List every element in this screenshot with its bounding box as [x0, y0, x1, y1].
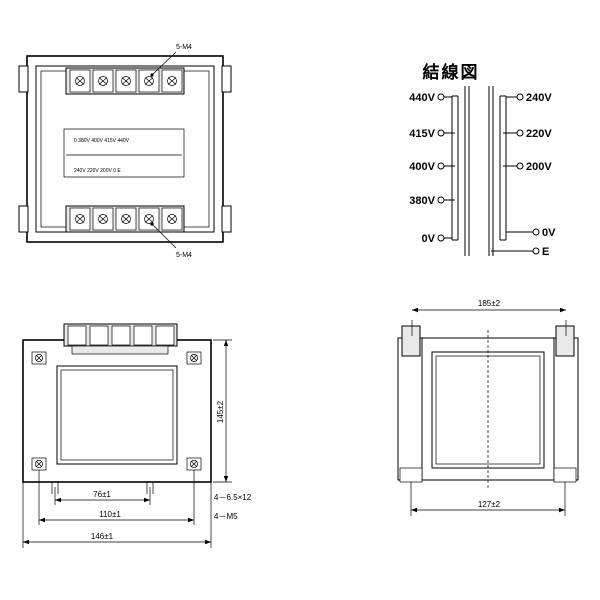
side-view-bracket-left — [397, 337, 423, 481]
terminal-label-e: E — [542, 246, 549, 258]
dim-76-label: 76±1 — [93, 490, 111, 499]
front-view-base-slots — [51, 482, 154, 494]
top-view-ear-left-bottom — [18, 205, 29, 233]
dim-185-label: 185±2 — [478, 299, 501, 308]
side-view-terminal-left — [401, 325, 421, 357]
top-view-ear-right-bottom — [221, 205, 232, 233]
side-view-terminal-right — [555, 325, 575, 357]
terminal-label-240v: 240V — [526, 92, 552, 104]
callout-bottom-label: 5-M4 — [176, 252, 192, 259]
terminal-label-415v: 415V — [409, 128, 435, 140]
callout-bottom-group: 5-M4 — [150, 222, 192, 259]
dim-127-label: 127±2 — [478, 500, 501, 509]
terminal-label-220v: 220V — [526, 128, 552, 140]
wiring-title: 結線図 — [423, 62, 480, 82]
note-slot-label: 4－6.5×12 — [214, 493, 252, 502]
terminal-label-200v: 200V — [526, 161, 552, 173]
side-view-foot-right — [553, 467, 577, 483]
terminal-e: E — [491, 246, 549, 258]
dim-146-label: 146±1 — [91, 532, 114, 541]
terminal-440v: 440V — [409, 92, 452, 104]
top-view-ear-left-top — [18, 65, 29, 93]
dim-185: 185±2 — [411, 299, 567, 336]
wiring-left-terminals: 440V 415V 400V 380V 0V — [409, 92, 455, 245]
terminal-400v: 400V — [409, 161, 455, 173]
dim-110: 110±1 — [38, 470, 195, 525]
terminal-240v: 240V — [506, 92, 552, 104]
terminal-label-380v: 380V — [409, 195, 435, 207]
top-view-group: 0 380V 400V 415V 440V 240V 220V 200V 0 E… — [18, 44, 232, 259]
terminal-label-440v: 440V — [409, 92, 435, 104]
note-m5-label: 4－M5 — [214, 512, 238, 521]
wiring-diagram-group: 結線図 440V — [409, 62, 556, 258]
front-view-core — [56, 365, 178, 465]
dim-146: 146±1 — [22, 482, 212, 548]
side-view-group: 185±2 127±2 — [397, 299, 579, 516]
wiring-primary-coil — [451, 95, 459, 241]
terminal-0v-right: 0V — [506, 227, 556, 239]
nameplate — [63, 128, 185, 178]
terminal-0v-left: 0V — [422, 233, 452, 245]
front-view-terminal-fins — [67, 325, 175, 346]
bottom-terminal-screws — [69, 207, 183, 231]
terminal-380v: 380V — [409, 195, 455, 207]
top-terminal-screws — [69, 69, 183, 93]
dim-127: 127±2 — [410, 482, 566, 516]
dim-height-label: 145±2 — [216, 400, 225, 423]
terminal-label-0v-right: 0V — [542, 227, 556, 239]
nameplate-row1: 0 380V 400V 415V 440V — [74, 138, 130, 144]
wiring-secondary-coil — [499, 95, 507, 241]
terminal-220v: 220V — [503, 128, 552, 140]
front-view-group: 145±2 76±1 110±1 146±1 — [22, 323, 252, 548]
side-view-bracket-right — [553, 337, 579, 481]
wiring-right-terminals: 240V 220V 200V 0V E — [491, 92, 556, 258]
nameplate-row2: 240V 220V 200V 0 E — [74, 168, 121, 174]
front-view-core-inner — [60, 369, 174, 461]
side-view-foot-left — [399, 467, 423, 483]
dim-110-label: 110±1 — [99, 510, 121, 519]
callout-top-label: 5-M4 — [176, 44, 192, 51]
terminal-200v: 200V — [503, 161, 552, 173]
front-view-terminal-base — [71, 345, 169, 355]
callout-top-group: 5-M4 — [150, 44, 192, 77]
terminal-label-400v: 400V — [409, 161, 435, 173]
dim-height-145: 145±2 — [213, 339, 232, 483]
dim-76: 76±1 — [54, 487, 151, 505]
terminal-415v: 415V — [409, 128, 455, 140]
terminal-label-0v-left: 0V — [422, 233, 436, 245]
top-view-ear-right-top — [221, 65, 232, 93]
wiring-core — [464, 86, 494, 256]
